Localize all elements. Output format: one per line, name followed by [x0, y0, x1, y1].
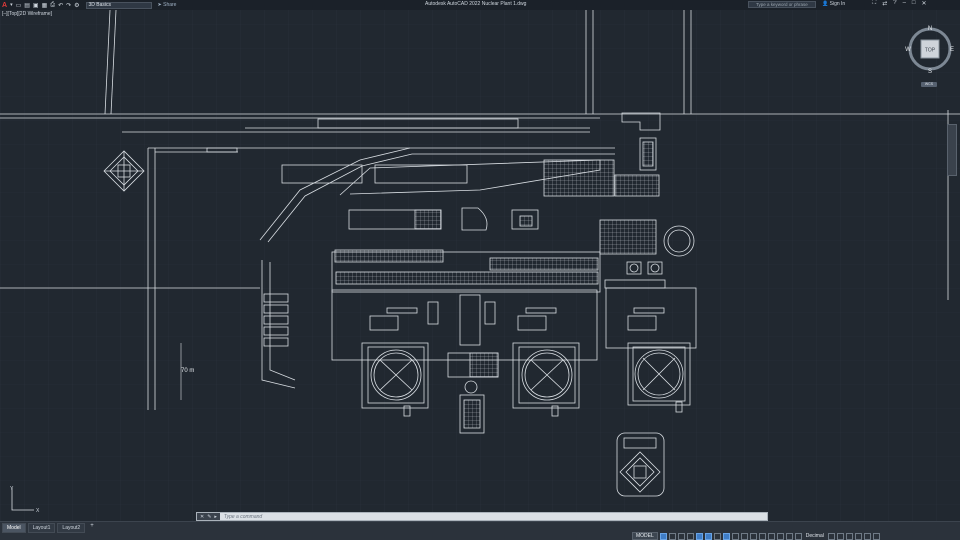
- selection-cycling-icon[interactable]: [758, 532, 766, 540]
- redo-icon[interactable]: ↷: [66, 2, 72, 9]
- 3d-osnap-icon[interactable]: [767, 532, 775, 540]
- command-line[interactable]: ✕ ✎ ▸ Type a command: [196, 512, 768, 521]
- customization-menu-icon[interactable]: [872, 532, 880, 540]
- ortho-toggle-icon[interactable]: [695, 532, 703, 540]
- autocad-logo-icon[interactable]: A: [2, 1, 8, 9]
- annotation-scale-icon[interactable]: [776, 532, 784, 540]
- site-plan: [0, 10, 960, 511]
- infer-constraints-icon[interactable]: [677, 532, 685, 540]
- command-line-buttons: ✕ ✎ ▸: [197, 513, 220, 520]
- clean-screen-icon[interactable]: [863, 532, 871, 540]
- viewcube[interactable]: TOP N S E W: [905, 24, 955, 74]
- minimize-icon[interactable]: –: [902, 0, 906, 6]
- ucs-x-label: X: [36, 508, 40, 514]
- viewport-controls[interactable]: [–][Top][2D Wireframe]: [2, 11, 53, 17]
- command-input[interactable]: Type a command: [223, 513, 263, 520]
- pylon-south: [616, 432, 665, 497]
- open-file-icon[interactable]: ▤: [24, 2, 30, 9]
- status-bar: Model Layout1 Layout2 + MODEL Decimal: [0, 521, 960, 540]
- compass-west[interactable]: W: [905, 47, 911, 53]
- model-space-button[interactable]: MODEL: [632, 532, 658, 540]
- lock-ui-icon[interactable]: [836, 532, 844, 540]
- new-file-icon[interactable]: ▭: [15, 2, 22, 9]
- sign-in-label: Sign In: [829, 1, 846, 7]
- grid-toggle-icon[interactable]: [659, 532, 667, 540]
- plot-icon[interactable]: ⎙: [50, 1, 56, 8]
- workspace-select[interactable]: 3D Basics: [85, 1, 152, 9]
- workspace-gear-icon[interactable]: ⚙: [74, 2, 80, 9]
- annotation-monitor-icon[interactable]: [794, 532, 802, 540]
- isolate-objects-icon[interactable]: [845, 532, 853, 540]
- exchange-icon[interactable]: ⇄: [882, 1, 888, 7]
- object-snap-icon[interactable]: [731, 532, 739, 540]
- search-input[interactable]: Type a keyword or phrase: [748, 1, 816, 8]
- drawing-canvas[interactable]: Y X: [0, 10, 960, 521]
- quick-properties-icon[interactable]: [827, 532, 835, 540]
- cart-icon[interactable]: ⛶: [872, 0, 877, 6]
- compass-south[interactable]: S: [928, 69, 932, 74]
- grid-background: [0, 10, 960, 521]
- viewcube-top-face[interactable]: [920, 39, 940, 59]
- close-icon[interactable]: ✕: [921, 1, 927, 7]
- window-title: Autodesk AutoCAD 2022 Nuclear Plant 1.dw…: [425, 1, 527, 7]
- share-label: Share: [163, 2, 177, 8]
- lineweight-icon[interactable]: [740, 532, 748, 540]
- transparency-icon[interactable]: [749, 532, 757, 540]
- save-icon[interactable]: ▣: [32, 2, 39, 9]
- sign-in-button[interactable]: 👤 Sign In: [822, 1, 846, 7]
- units-select[interactable]: Decimal: [805, 533, 824, 539]
- customize-icon[interactable]: ✎: [207, 513, 212, 520]
- save-as-icon[interactable]: ▦: [41, 2, 48, 9]
- pylon-north-west: [103, 150, 145, 192]
- title-bar: A ▾ ▭ ▤ ▣ ▦ ⎙ ↶ ↷ ⚙ 3D Basics ➤ Share Au…: [0, 0, 960, 10]
- help-icon[interactable]: ?: [893, 0, 897, 6]
- tab-layout2[interactable]: Layout2: [57, 523, 86, 533]
- dynamic-input-icon[interactable]: [686, 532, 694, 540]
- reactor-unit-2: [512, 315, 580, 417]
- reactor-unit-1: [361, 315, 429, 417]
- snap-toggle-icon[interactable]: [668, 532, 676, 540]
- prompt-icon[interactable]: ▸: [214, 513, 217, 520]
- ucs-menu[interactable]: WCS: [921, 82, 937, 87]
- compass-north[interactable]: N: [928, 26, 932, 32]
- status-toggles: MODEL Decimal: [632, 532, 880, 540]
- isometric-icon[interactable]: [713, 532, 721, 540]
- quick-access-toolbar: A ▾ ▭ ▤ ▣ ▦ ⎙ ↶ ↷ ⚙: [0, 2, 80, 9]
- maximize-icon[interactable]: □: [911, 0, 916, 6]
- workspace-switch-icon[interactable]: [785, 532, 793, 540]
- close-command-icon[interactable]: ✕: [200, 513, 205, 520]
- undo-icon[interactable]: ↶: [58, 2, 64, 9]
- reactor-unit-3: [627, 315, 691, 413]
- title-right-icons: ⛶ ⇄ ? – □ ✕: [872, 0, 927, 7]
- share-button[interactable]: ➤ Share: [157, 2, 177, 8]
- ucs-y-label: Y: [10, 486, 14, 492]
- layout-tabs: Model Layout1 Layout2 +: [2, 523, 97, 533]
- object-snap-tracking-icon[interactable]: [722, 532, 730, 540]
- tab-model[interactable]: Model: [2, 523, 26, 533]
- scale-label: 70 m: [181, 368, 195, 374]
- navigation-bar[interactable]: [947, 124, 957, 176]
- compass-east[interactable]: E: [950, 47, 954, 53]
- app-menu-chevron-icon[interactable]: ▾: [10, 2, 13, 8]
- viewcube-top-label: TOP: [925, 48, 936, 54]
- tab-layout1[interactable]: Layout1: [27, 523, 56, 533]
- hardware-acceleration-icon[interactable]: [854, 532, 862, 540]
- polar-tracking-icon[interactable]: [704, 532, 712, 540]
- add-layout-icon[interactable]: +: [90, 523, 94, 529]
